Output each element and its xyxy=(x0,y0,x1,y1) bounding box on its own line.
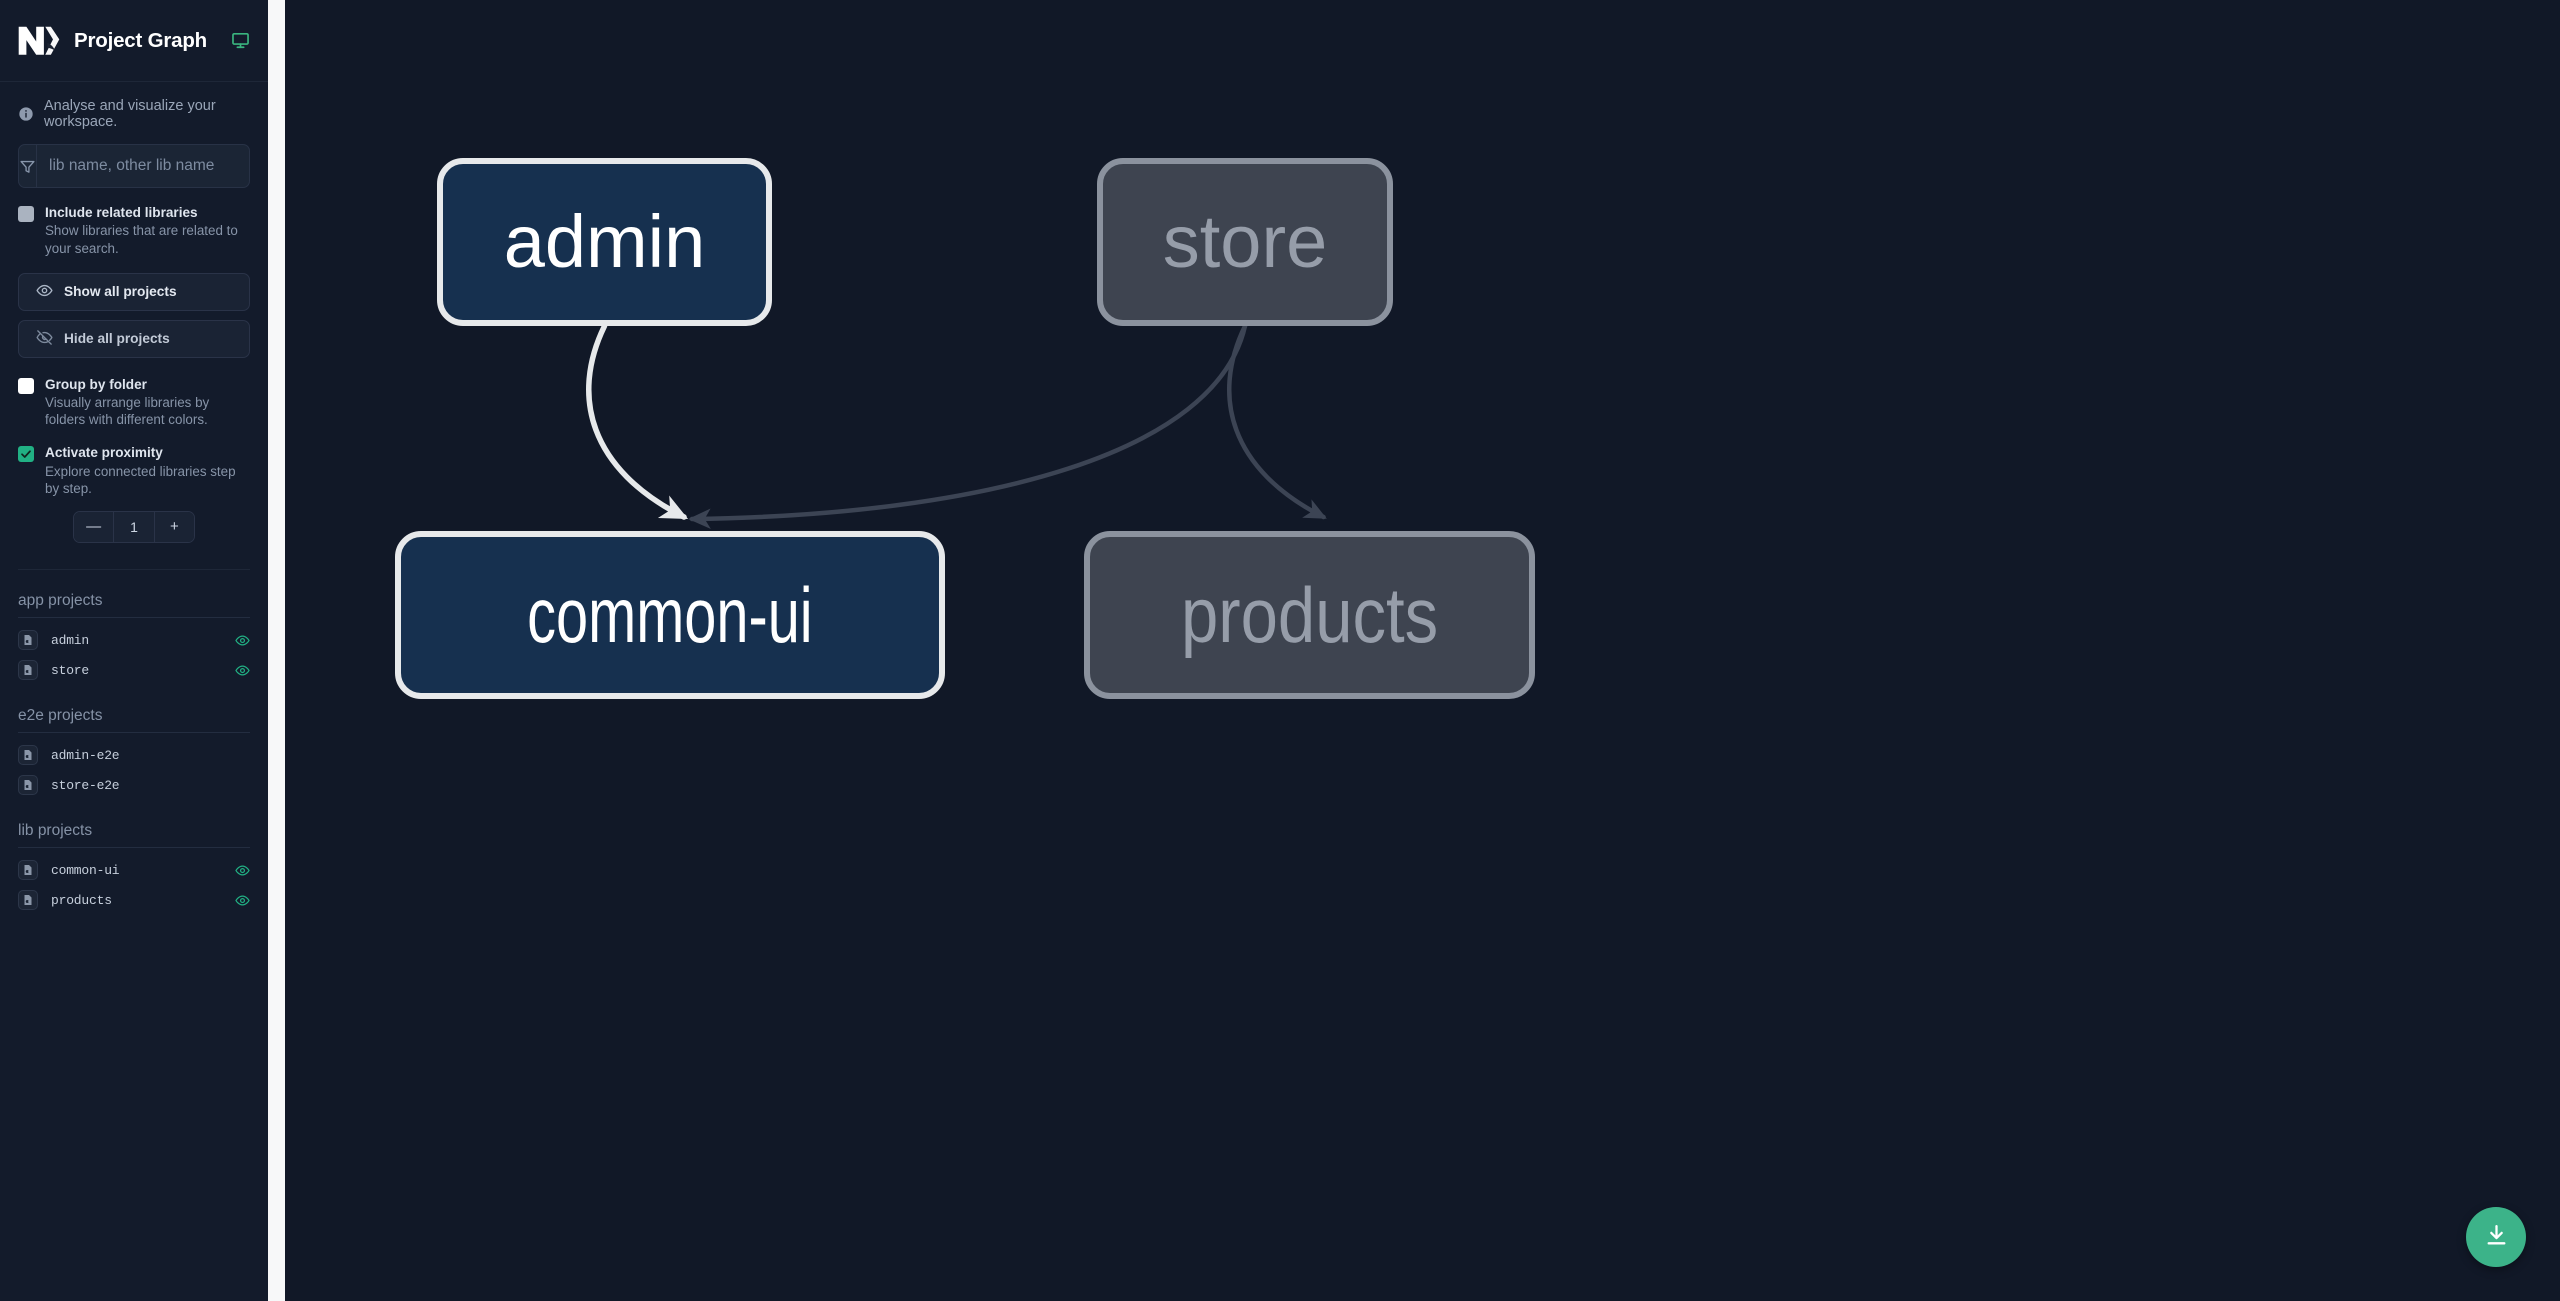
option-subtitle: Explore connected libraries step by step… xyxy=(45,463,236,496)
project-file-icon xyxy=(18,745,38,766)
proximity-decrement-button[interactable]: — xyxy=(74,512,114,543)
search-field[interactable] xyxy=(18,144,250,188)
sidebar: Project Graph Analyse and visualize your… xyxy=(0,0,268,1301)
graph-edge-store-to-common-ui xyxy=(688,326,1245,530)
project-file-icon xyxy=(18,890,38,911)
project-file-icon xyxy=(18,775,38,796)
project-list-item-products[interactable]: products xyxy=(18,885,250,915)
sidebar-resize-handle[interactable] xyxy=(268,0,285,1301)
graph-node-admin[interactable]: admin xyxy=(437,158,772,326)
proximity-stepper[interactable]: — 1 + xyxy=(73,511,195,544)
nx-logo-icon xyxy=(18,24,60,58)
option-title: Include related libraries xyxy=(45,205,198,220)
project-group-title: lib projects xyxy=(18,822,250,849)
graph-node-store[interactable]: store xyxy=(1097,158,1393,326)
graph-node-common-ui[interactable]: common-ui xyxy=(395,531,945,699)
project-name: admin-e2e xyxy=(51,747,120,763)
graph-node-products[interactable]: products xyxy=(1084,531,1535,699)
project-visible-eye-icon[interactable] xyxy=(235,893,250,908)
project-list-item-common-ui[interactable]: common-ui xyxy=(18,855,250,885)
project-list-item-store[interactable]: store xyxy=(18,655,250,685)
hide-all-projects-label: Hide all projects xyxy=(64,331,170,347)
show-all-projects-button[interactable]: Show all projects xyxy=(18,272,250,311)
option-include-related-libraries[interactable]: Include related libraries Show libraries… xyxy=(18,204,250,257)
sidebar-controls: Include related libraries Show libraries… xyxy=(0,144,268,571)
graph-edge-store-to-products xyxy=(1229,326,1327,517)
proximity-value: 1 xyxy=(113,512,155,543)
project-visible-eye-icon[interactable] xyxy=(235,863,250,878)
monitor-icon[interactable] xyxy=(231,31,250,51)
project-group-title: app projects xyxy=(18,592,250,619)
project-file-icon xyxy=(18,660,38,681)
info-icon xyxy=(18,106,34,122)
checkbox-group-by-folder[interactable] xyxy=(18,377,34,394)
project-name: store-e2e xyxy=(51,777,120,793)
project-list: app projects admin store e2e projects admin-… xyxy=(0,570,268,915)
project-group-title: e2e projects xyxy=(18,707,250,734)
option-activate-proximity[interactable]: Activate proximity Explore connected lib… xyxy=(18,444,250,497)
tagline: Analyse and visualize your workspace. xyxy=(0,82,268,144)
project-list-item-store-e2e[interactable]: store-e2e xyxy=(18,770,250,800)
project-file-icon xyxy=(18,860,38,881)
graph-node-label: products xyxy=(1180,571,1439,659)
checkbox-activate-proximity[interactable] xyxy=(18,446,34,463)
option-group-by-folder[interactable]: Group by folder Visually arrange librari… xyxy=(18,376,250,429)
eye-off-icon xyxy=(36,329,53,349)
project-list-item-admin[interactable]: admin xyxy=(18,625,250,655)
graph-node-label: store xyxy=(1162,200,1328,283)
graph-node-label: common-ui xyxy=(527,571,813,659)
download-graph-button[interactable] xyxy=(2466,1207,2526,1267)
graph-edge-admin-to-common-ui xyxy=(589,326,689,517)
sidebar-divider xyxy=(18,569,250,571)
download-icon xyxy=(2484,1223,2509,1251)
eye-icon xyxy=(36,282,53,302)
project-visible-eye-icon[interactable] xyxy=(235,633,250,648)
sidebar-header: Project Graph xyxy=(0,0,268,82)
option-title: Activate proximity xyxy=(45,445,163,461)
filter-icon xyxy=(19,145,37,187)
graph-canvas[interactable]: admin store common-ui products xyxy=(285,0,2560,1301)
project-name: common-ui xyxy=(51,862,120,878)
proximity-increment-button[interactable]: + xyxy=(154,512,194,543)
page-title: Project Graph xyxy=(74,28,207,52)
checkbox-include-related-libraries[interactable] xyxy=(18,206,34,222)
search-input[interactable] xyxy=(37,145,249,187)
hide-all-projects-button[interactable]: Hide all projects xyxy=(18,319,250,358)
project-name: admin xyxy=(51,632,90,648)
graph-node-label: admin xyxy=(503,200,706,283)
project-visible-eye-icon[interactable] xyxy=(235,663,250,678)
tagline-text: Analyse and visualize your workspace. xyxy=(44,98,216,130)
project-list-item-admin-e2e[interactable]: admin-e2e xyxy=(18,740,250,770)
graph-edges-layer xyxy=(285,0,1327,530)
project-name: store xyxy=(51,662,90,678)
option-title: Group by folder xyxy=(45,376,147,392)
project-name: products xyxy=(51,892,112,908)
show-all-projects-label: Show all projects xyxy=(64,284,177,300)
option-subtitle: Visually arrange libraries by folders wi… xyxy=(45,395,210,428)
project-file-icon xyxy=(18,630,38,651)
option-subtitle: Show libraries that are related to your … xyxy=(45,223,238,256)
